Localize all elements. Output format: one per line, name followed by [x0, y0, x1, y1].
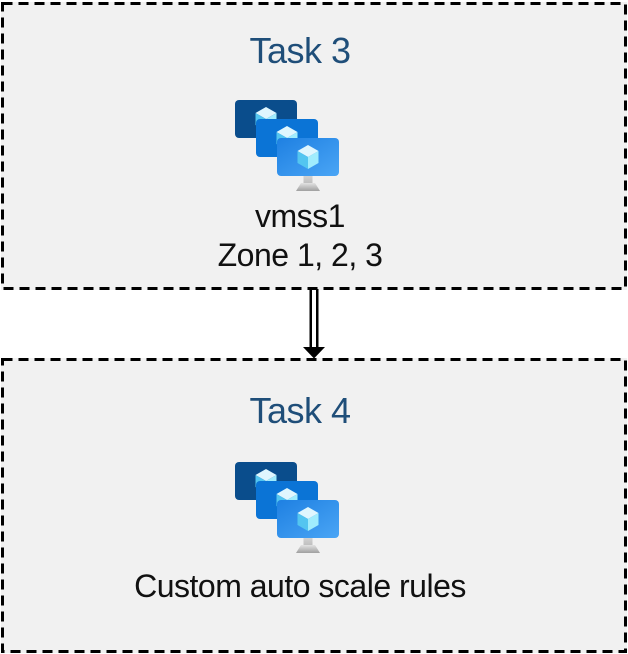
task4-title: Task 4 [249, 390, 351, 431]
vmss-name-label: vmss1 [255, 198, 345, 234]
task3-labels: vmss1 Zone 1, 2, 3 [0, 197, 613, 275]
down-arrow-connector [303, 289, 325, 359]
vmss-zones-label: Zone 1, 2, 3 [217, 237, 383, 273]
vm-scale-set-icon [235, 100, 339, 192]
autoscale-rules-label: Custom auto scale rules [134, 568, 466, 604]
vm-scale-set-icon-graphic [235, 462, 339, 554]
vm-scale-set-icon [235, 462, 339, 554]
task3-title: Task 3 [249, 30, 351, 71]
vm-scale-set-icon-graphic [235, 100, 339, 192]
task3-box: Task 3 vmss1 Zone 1, 2, 3 [1, 2, 627, 290]
task4-box: Task 4 Custom auto scale rules [1, 358, 627, 653]
task4-labels: Custom auto scale rules [0, 567, 613, 606]
